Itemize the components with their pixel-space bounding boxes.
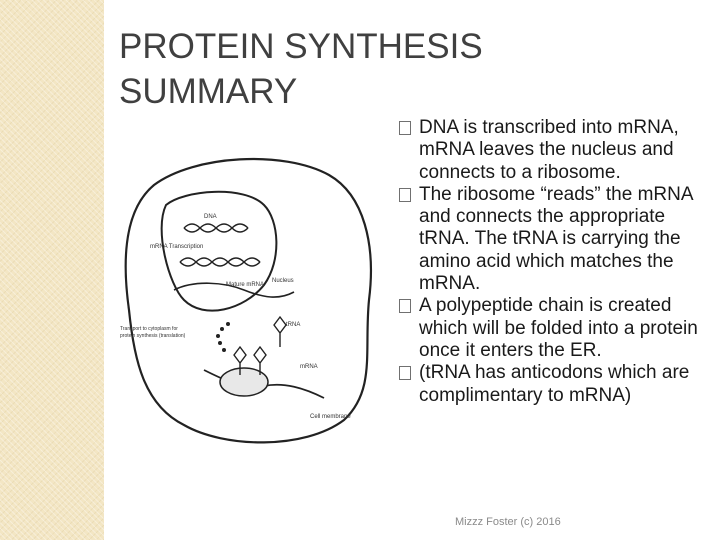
footer-credit: Mizzz Foster (c) 2016 xyxy=(455,516,561,528)
label-mrna: mRNA xyxy=(300,364,318,370)
label-transport-line-1: Transport to cytoplasm for xyxy=(120,326,178,332)
bullet-item: The ribosome “reads” the mRNA and connec… xyxy=(397,184,712,295)
box-bullet-icon xyxy=(399,187,411,202)
label-dna: DNA xyxy=(204,214,217,220)
box-bullet-icon xyxy=(399,366,411,381)
protein-synthesis-diagram: DNA mRNA Transcription Nucleus Mature mR… xyxy=(120,157,372,444)
bullet-text: A polypeptide chain is created which wil… xyxy=(419,295,698,361)
title-line-1: PROTEIN SYNTHESIS xyxy=(119,27,483,66)
box-bullet-icon xyxy=(399,299,411,314)
side-divider xyxy=(104,0,106,540)
box-bullet-icon xyxy=(399,121,411,135)
decorative-side-stripe xyxy=(0,0,104,540)
label-transport-line-2: protein synthesis (translation) xyxy=(120,333,186,339)
mature-mrna-strand xyxy=(173,282,295,298)
cell-membrane xyxy=(124,157,372,444)
dna-helix xyxy=(179,223,261,267)
bullet-item: DNA is transcribed into mRNA, mRNA leave… xyxy=(397,117,712,184)
bullet-list: DNA is transcribed into mRNA, mRNA leave… xyxy=(397,117,712,407)
bullet-item: (tRNA has anticodons which are complimen… xyxy=(397,362,712,407)
label-mature-mrna: Mature mRNA xyxy=(226,282,264,288)
bullet-text: The ribosome “reads” the mRNA and connec… xyxy=(419,183,693,295)
label-mrna-transcription: mRNA Transcription xyxy=(150,244,203,250)
label-cell-membrane: Cell membrane xyxy=(310,414,351,420)
bullet-text: (tRNA has anticodons which are complimen… xyxy=(419,362,690,406)
nucleus xyxy=(160,190,278,312)
bullet-text: DNA is transcribed into mRNA, mRNA leave… xyxy=(419,117,679,183)
polypeptide-chain xyxy=(216,322,230,352)
ribosome xyxy=(219,367,269,397)
title-line-2: SUMMARY xyxy=(119,72,298,111)
label-nucleus: Nucleus xyxy=(272,278,294,284)
label-trna: tRNA xyxy=(286,322,300,328)
slide-title: PROTEIN SYNTHESIS SUMMARY xyxy=(119,24,539,114)
trna-molecules xyxy=(233,315,287,375)
bullet-item: A polypeptide chain is created which wil… xyxy=(397,295,712,362)
